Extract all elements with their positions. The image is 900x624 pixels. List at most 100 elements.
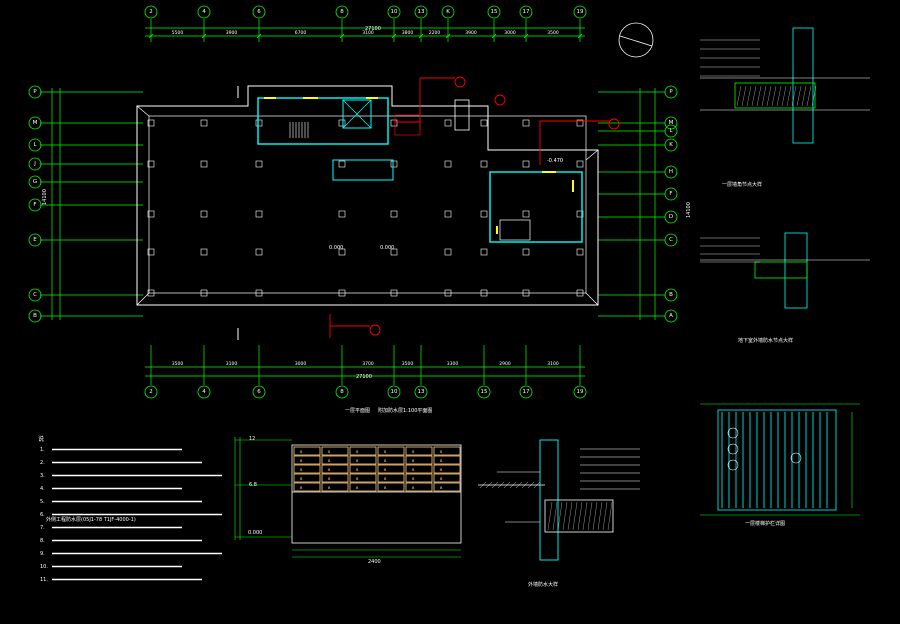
axis-label-left: G [33, 179, 37, 185]
axis-bubble-right [664, 187, 678, 201]
detail-caption-3: 一层楼梯护栏详图 [745, 520, 785, 527]
column [576, 119, 584, 127]
hatch [736, 85, 742, 107]
hatch [806, 85, 812, 107]
axis-bubble-right [664, 288, 678, 302]
annotation-bubble [494, 94, 506, 106]
dim-tick [148, 33, 154, 39]
table-cell-text: B [328, 459, 331, 463]
table-cell [293, 446, 321, 456]
column [444, 289, 452, 297]
table-cell-text: B [300, 459, 303, 463]
hatch [771, 85, 777, 107]
hatch [791, 85, 797, 107]
table-elev-bottom: 0.000 [248, 530, 262, 536]
axis-bubble-bottom [335, 385, 349, 399]
table-cell-text: B [356, 450, 359, 454]
column [147, 248, 155, 256]
dim-tick [523, 33, 529, 39]
hatch [801, 85, 807, 107]
hatch [509, 481, 517, 489]
column [255, 248, 263, 256]
table-cell-text: B [440, 450, 443, 454]
column [200, 289, 208, 297]
axis-label-left: J [33, 161, 36, 167]
table-cell [377, 446, 405, 456]
axis-label-top: 4 [202, 9, 206, 15]
axis-label-right: H [669, 169, 673, 175]
column [147, 210, 155, 218]
table-cell [321, 473, 349, 483]
table-cell-text: B [412, 486, 415, 490]
hatch [533, 481, 541, 489]
table-cell [433, 482, 461, 492]
note-number: 3. [40, 473, 45, 479]
plan-title-left: 一层平面图 [345, 408, 370, 414]
right-total-dim: 14100 [686, 202, 692, 218]
hatch [577, 501, 583, 531]
column [576, 160, 584, 168]
table-cell-text: B [384, 486, 387, 490]
railing-frame [717, 409, 837, 511]
dim-tick [339, 33, 345, 39]
axis-bubble-bottom [197, 385, 211, 399]
table-cell-text: B [440, 468, 443, 472]
table-cell-text: B [328, 477, 331, 481]
table-cell-text: B [300, 486, 303, 490]
column [480, 210, 488, 218]
table-cell-text: B [384, 459, 387, 463]
axis-bubble-top [519, 5, 533, 19]
dim-text-bottom: 3300 [447, 361, 459, 367]
column [390, 210, 398, 218]
axis-bubble-top [335, 5, 349, 19]
column [147, 160, 155, 168]
column [338, 248, 346, 256]
axis-label-top: 10 [391, 9, 398, 15]
note-number: 11. [40, 577, 48, 583]
axis-label-left: E [33, 237, 37, 243]
axis-label-left: L [33, 142, 37, 148]
axis-bubble-right [664, 233, 678, 247]
dim-tick [256, 33, 262, 39]
notes-sub: 外侧工程防水层(05J1-78 T1JF-4000-1) [46, 516, 136, 523]
axis-label-top: 13 [418, 9, 425, 15]
detail-wall [792, 27, 814, 144]
axis-label-left: B [33, 313, 37, 319]
hatch [781, 85, 787, 107]
axis-label-left: M [33, 120, 38, 126]
dim-text-top: 6700 [295, 30, 307, 36]
axis-label-bottom: 19 [577, 389, 584, 395]
table-cell-text: B [300, 477, 303, 481]
note-number: 4. [40, 486, 45, 492]
column [255, 119, 263, 127]
detail-slab [734, 82, 816, 109]
note-number: 8. [40, 538, 45, 544]
note-number: 7. [40, 525, 45, 531]
column [576, 210, 584, 218]
note-number: 9. [40, 551, 45, 557]
hatch [776, 85, 782, 107]
detail-caption-2: 地下室外墙防水节点大样 [738, 337, 793, 344]
column [576, 248, 584, 256]
table-cell-text: B [356, 486, 359, 490]
column [444, 248, 452, 256]
axis-label-right: B [669, 292, 673, 298]
axis-label-top: 17 [523, 9, 530, 15]
column [390, 248, 398, 256]
hatch [592, 501, 598, 531]
column [480, 119, 488, 127]
table-cell [433, 464, 461, 474]
axis-bubble-left [28, 309, 42, 323]
dim-text-bottom: 3000 [295, 361, 307, 367]
table-cell [321, 446, 349, 456]
table-cell [433, 455, 461, 465]
detail-wall-2 [784, 232, 808, 309]
hatch [796, 85, 802, 107]
table-cell-text: B [440, 459, 443, 463]
hatch [607, 501, 613, 531]
note-number: 5. [40, 499, 45, 505]
corner-line [585, 149, 599, 161]
